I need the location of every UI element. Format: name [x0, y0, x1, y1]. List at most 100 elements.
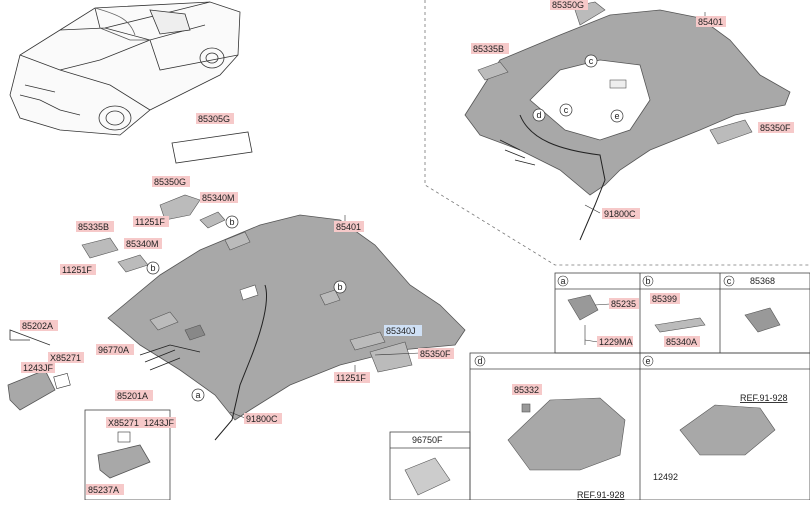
- callout-85340A[interactable]: 85340A: [664, 336, 700, 347]
- vehicle-illustration: [9, 1, 241, 136]
- headliner-inset: [464, 1, 791, 241]
- ref-91-928-d[interactable]: REF.91-928: [577, 490, 625, 500]
- svg-text:11251F: 11251F: [62, 265, 92, 275]
- callout-X85271-box[interactable]: X85271: [106, 417, 142, 428]
- svg-text:85202A: 85202A: [22, 321, 53, 331]
- svg-text:85332: 85332: [514, 385, 539, 395]
- svg-text:85350G: 85350G: [552, 0, 584, 10]
- svg-text:85335B: 85335B: [78, 222, 109, 232]
- section-c-header: c: [723, 275, 735, 287]
- callout-85350G-inset[interactable]: 85350G: [550, 0, 588, 10]
- callout-85340M-top[interactable]: 85340M: [200, 192, 238, 203]
- svg-text:85201A: 85201A: [117, 391, 148, 401]
- ref-91-928-e[interactable]: REF.91-928: [740, 393, 788, 403]
- svg-text:b: b: [150, 263, 155, 273]
- callout-85350G-main[interactable]: 85350G: [152, 176, 190, 187]
- callout-85401-inset[interactable]: 85401: [696, 16, 726, 27]
- svg-text:1229MA: 1229MA: [599, 337, 633, 347]
- svg-text:85399: 85399: [652, 294, 677, 304]
- part-85368-label[interactable]: 85368: [750, 276, 775, 286]
- svg-text:85401: 85401: [698, 17, 723, 27]
- part-12492-label[interactable]: 12492: [653, 472, 678, 482]
- marker-b-3: b: [333, 280, 347, 294]
- svg-text:85340J: 85340J: [386, 326, 416, 336]
- callout-85350F-main[interactable]: 85350F: [418, 348, 454, 359]
- svg-text:96770A: 96770A: [98, 345, 129, 355]
- svg-text:85235: 85235: [611, 299, 636, 309]
- section-b-header: b: [642, 275, 654, 287]
- callout-11251F-mid[interactable]: 11251F: [60, 264, 96, 275]
- svg-text:85340M: 85340M: [202, 193, 235, 203]
- callout-X85271-left[interactable]: X85271: [48, 352, 84, 363]
- callout-85235[interactable]: 85235: [609, 298, 639, 309]
- svg-text:c: c: [727, 276, 732, 286]
- svg-text:d: d: [477, 356, 482, 366]
- marker-b-1: b: [225, 215, 239, 229]
- marker-c-1: c: [584, 54, 598, 68]
- callout-91800C-inset[interactable]: 91800C: [602, 208, 640, 219]
- callout-11251F-low[interactable]: 11251F: [334, 372, 370, 383]
- marker-e-1: e: [610, 109, 624, 123]
- callout-85335B-main[interactable]: 85335B: [76, 221, 114, 232]
- svg-text:85350F: 85350F: [420, 349, 451, 359]
- section-d-header: d: [474, 355, 486, 367]
- marker-a-1: a: [191, 388, 205, 402]
- svg-text:c: c: [564, 105, 569, 115]
- callout-11251F-top[interactable]: 11251F: [133, 216, 169, 227]
- detail-grid: [389, 272, 810, 501]
- svg-text:e: e: [614, 111, 619, 121]
- section-e-header: e: [642, 355, 654, 367]
- callout-85340J[interactable]: 85340J: [384, 325, 422, 336]
- section-a-header: a: [557, 275, 569, 287]
- callout-96770A[interactable]: 96770A: [96, 344, 134, 355]
- svg-text:X85271: X85271: [108, 418, 139, 428]
- svg-text:85237A: 85237A: [88, 485, 119, 495]
- sunroof-glass-part: [171, 131, 253, 164]
- svg-text:d: d: [536, 110, 541, 120]
- callout-85401-main[interactable]: 85401: [334, 221, 364, 232]
- callout-85350F-inset[interactable]: 85350F: [758, 122, 794, 133]
- svg-text:85350G: 85350G: [154, 177, 186, 187]
- callout-85335B-inset[interactable]: 85335B: [471, 43, 509, 54]
- svg-text:85340M: 85340M: [126, 239, 159, 249]
- svg-text:85340A: 85340A: [666, 337, 697, 347]
- callout-85332[interactable]: 85332: [512, 384, 542, 395]
- callout-1229MA[interactable]: 1229MA: [597, 336, 633, 347]
- svg-text:X85271: X85271: [50, 353, 81, 363]
- svg-text:91800C: 91800C: [604, 209, 636, 219]
- svg-text:b: b: [645, 276, 650, 286]
- marker-d-1: d: [532, 108, 546, 122]
- callout-85201A[interactable]: 85201A: [115, 390, 153, 401]
- svg-text:85401: 85401: [336, 222, 361, 232]
- inset-panel: [424, 0, 810, 266]
- svg-text:91800C: 91800C: [246, 414, 278, 424]
- part-96750F-label[interactable]: 96750F: [412, 435, 443, 445]
- svg-text:85305G: 85305G: [198, 114, 230, 124]
- callout-85305G[interactable]: 85305G: [196, 113, 234, 124]
- detail-labels: a b c 85368 85235 1229MA 85399 85340A d …: [412, 275, 788, 500]
- svg-text:a: a: [195, 390, 200, 400]
- headliner-main: [107, 214, 466, 441]
- svg-text:b: b: [229, 217, 234, 227]
- section-markers: b b b a c c e d: [146, 54, 624, 402]
- svg-text:c: c: [589, 56, 594, 66]
- detail-sketches: [404, 294, 781, 496]
- svg-text:1243JF: 1243JF: [144, 418, 175, 428]
- svg-text:85335B: 85335B: [473, 44, 504, 54]
- callout-1243JF-box[interactable]: 1243JF: [142, 417, 176, 428]
- callout-1243JF-left[interactable]: 1243JF: [21, 362, 55, 373]
- callout-85399[interactable]: 85399: [650, 293, 680, 304]
- svg-text:85350F: 85350F: [760, 123, 791, 133]
- callout-85202A[interactable]: 85202A: [20, 320, 58, 331]
- svg-text:e: e: [645, 356, 650, 366]
- grab-handle-parts: [81, 194, 413, 373]
- callout-85237A[interactable]: 85237A: [86, 484, 124, 495]
- marker-b-2: b: [146, 261, 160, 275]
- svg-text:1243JF: 1243JF: [23, 363, 54, 373]
- svg-text:a: a: [560, 276, 565, 286]
- callout-91800C-main[interactable]: 91800C: [244, 413, 282, 424]
- part-callouts: 85305G 85350G 85340M 11251F 85335B 85340…: [20, 0, 794, 495]
- callout-85340M-mid[interactable]: 85340M: [124, 238, 162, 249]
